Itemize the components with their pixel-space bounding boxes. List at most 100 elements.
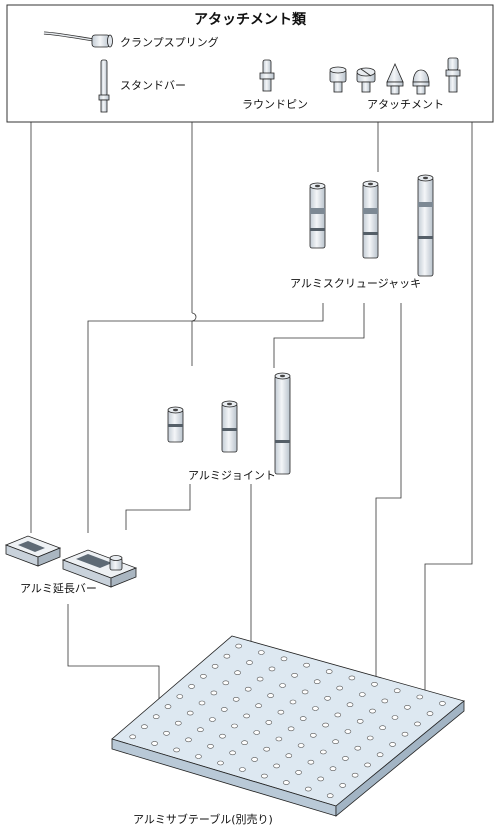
table-hole [416,694,424,700]
table-hole [257,650,265,655]
table-hole [326,793,334,799]
table-hole [319,749,327,755]
table-hole [251,757,258,762]
table-hole [222,680,230,686]
table-hole [285,753,293,759]
table-hole [391,715,399,720]
table-hole [241,740,248,746]
table-hole [211,663,219,669]
table-hole [289,699,297,705]
table-hole [329,766,337,772]
table-hole [376,752,384,758]
extension-bar-icon [4,535,138,588]
table-hole [354,745,362,751]
table-hole [268,666,276,672]
stand-bar-label: スタンドバー [120,79,186,92]
table-hole [401,731,409,737]
table-hole [235,643,242,649]
table-hole [426,711,434,716]
clamp-spring-icon [43,31,113,48]
table-hole [239,767,246,772]
table-hole [256,676,264,682]
table-hole [244,686,252,692]
table-hole [217,760,224,766]
table-hole [265,720,273,725]
table-hole [364,762,371,768]
clamp-spring-label: クランプスプリング [120,35,219,49]
table-hole [291,672,298,678]
sub-table-icon [111,635,465,817]
table-hole [223,653,231,659]
table-hole [371,681,378,687]
table-hole [173,747,180,753]
table-hole [229,750,236,756]
line-joint-to-extension-bar [125,484,191,530]
table-hole [297,743,305,748]
joint-label: アルミジョイント [188,469,276,482]
table-hole [280,656,288,662]
table-hole [246,660,253,665]
connector-lines [30,122,473,732]
table-hole [282,780,290,785]
table-hole [231,723,238,729]
table-hole [356,718,364,724]
table-hole [336,685,344,691]
table-hole [303,662,310,668]
table-hole [209,717,216,722]
table-hole [176,694,184,699]
table-hole [221,707,228,712]
table-hole [404,704,411,710]
table-hole [197,727,204,733]
table-hole [219,733,226,739]
attachment-frame [6,4,494,123]
table-hole [322,722,329,728]
table-hole [277,709,285,715]
table-hole [207,743,214,749]
attachment-set-icon [329,57,461,95]
table-hole [279,683,286,688]
table-hole [287,726,295,732]
table-hole [325,669,333,674]
joint-icon [167,372,291,475]
table-hole [389,742,396,747]
table-hole [369,708,376,714]
table-hole [342,756,349,761]
table-hole [313,679,321,685]
table-hole [267,693,274,698]
table-hole [186,710,194,716]
line-jack-to-extension-bar [87,303,324,533]
screw-jack-icon [309,174,434,277]
sub-table-label: アルミサブテーブル(別売り) [133,812,273,826]
table-hole [301,689,309,695]
table-hole [309,732,317,738]
screw-jack-label: アルミスクリュージャッキ [290,277,421,290]
table-hole [295,770,302,775]
table-hole [312,706,319,711]
table-hole [414,721,421,727]
table-hole [188,684,195,689]
line-jack-to-joint [273,303,365,368]
table-hole [324,695,331,701]
table-hole [366,735,374,741]
table-hole [234,670,241,676]
table-hole [261,773,268,779]
table-hole [198,700,206,706]
table-hole [129,734,136,740]
table-hole [164,704,172,709]
table-hole [299,716,307,721]
frame-title: アタッチメント類 [194,12,307,28]
table-hole [307,759,315,765]
table-hole [334,712,342,718]
table-hole [381,698,389,704]
table-hole [358,692,366,697]
table-hole [175,720,182,726]
table-hole [332,739,339,745]
table-hole [379,725,386,731]
extension-bar-label: アルミ延長バー [20,582,97,595]
round-pin-label: ラウンドピン [242,98,308,111]
table-hole [255,703,262,709]
table-hole [151,741,158,746]
table-hole [152,714,160,720]
